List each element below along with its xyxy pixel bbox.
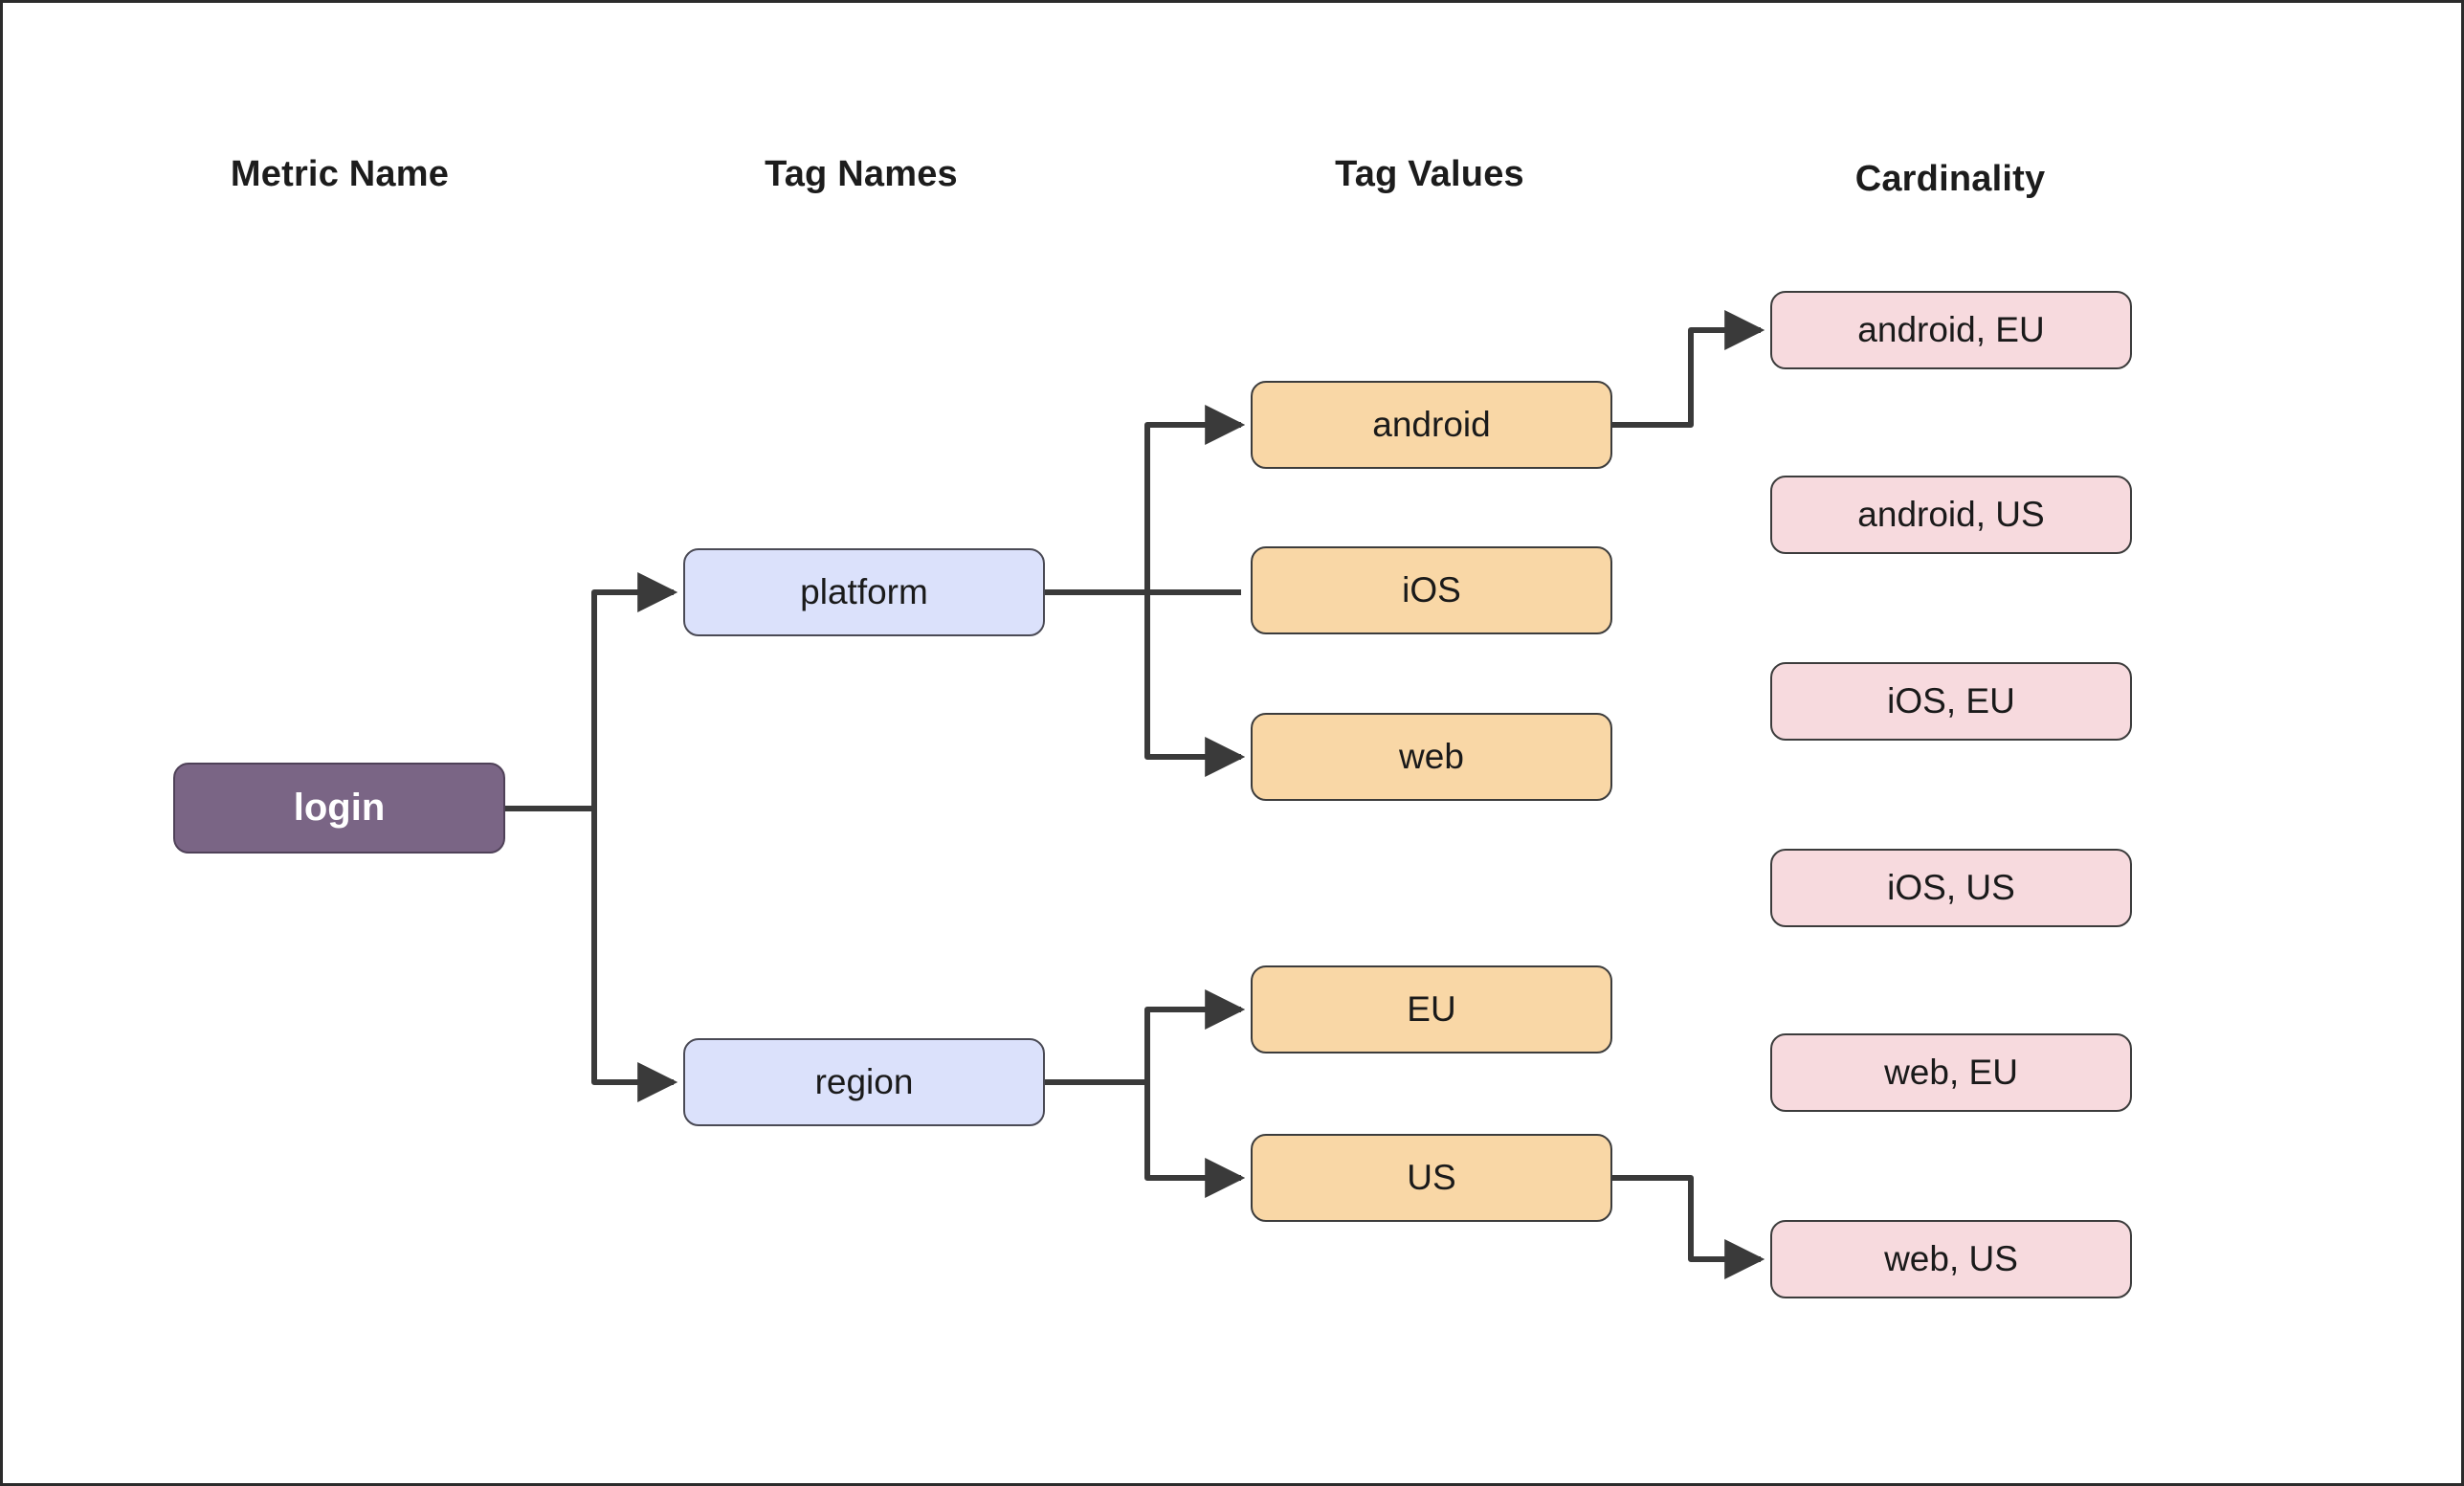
column-header-tag-values: Tag Values: [1335, 154, 1524, 194]
node-ios-us[interactable]: iOS, US: [1770, 849, 2132, 927]
edge-region-eu: [1045, 989, 1246, 1085]
node-android-us[interactable]: android, US: [1770, 476, 2132, 554]
edge-platform-web: [1045, 589, 1246, 777]
node-web-us[interactable]: web, US: [1770, 1220, 2132, 1298]
node-ios-eu[interactable]: iOS, EU: [1770, 662, 2132, 741]
node-login[interactable]: login: [173, 763, 505, 854]
node-us[interactable]: US: [1251, 1134, 1612, 1222]
column-header-tag-names: Tag Names: [765, 154, 958, 194]
edge-region-us: [1045, 1079, 1246, 1198]
node-android-eu[interactable]: android, EU: [1770, 291, 2132, 369]
node-platform[interactable]: platform: [683, 548, 1045, 636]
node-eu[interactable]: EU: [1251, 965, 1612, 1054]
node-android[interactable]: android: [1251, 381, 1612, 469]
edge-platform-android: [1045, 405, 1246, 595]
edge-android-android-eu: [1612, 310, 1765, 428]
edge-login-platform: [505, 572, 678, 811]
node-web[interactable]: web: [1251, 713, 1612, 801]
column-header-cardinality: Cardinality: [1854, 159, 2046, 199]
node-region[interactable]: region: [683, 1038, 1045, 1126]
column-header-metric-name: Metric Name: [230, 154, 450, 194]
node-web-eu[interactable]: web, EU: [1770, 1033, 2132, 1112]
edge-us-web-us: [1612, 1175, 1765, 1279]
node-ios[interactable]: iOS: [1251, 546, 1612, 634]
edge-login-region: [505, 806, 678, 1102]
